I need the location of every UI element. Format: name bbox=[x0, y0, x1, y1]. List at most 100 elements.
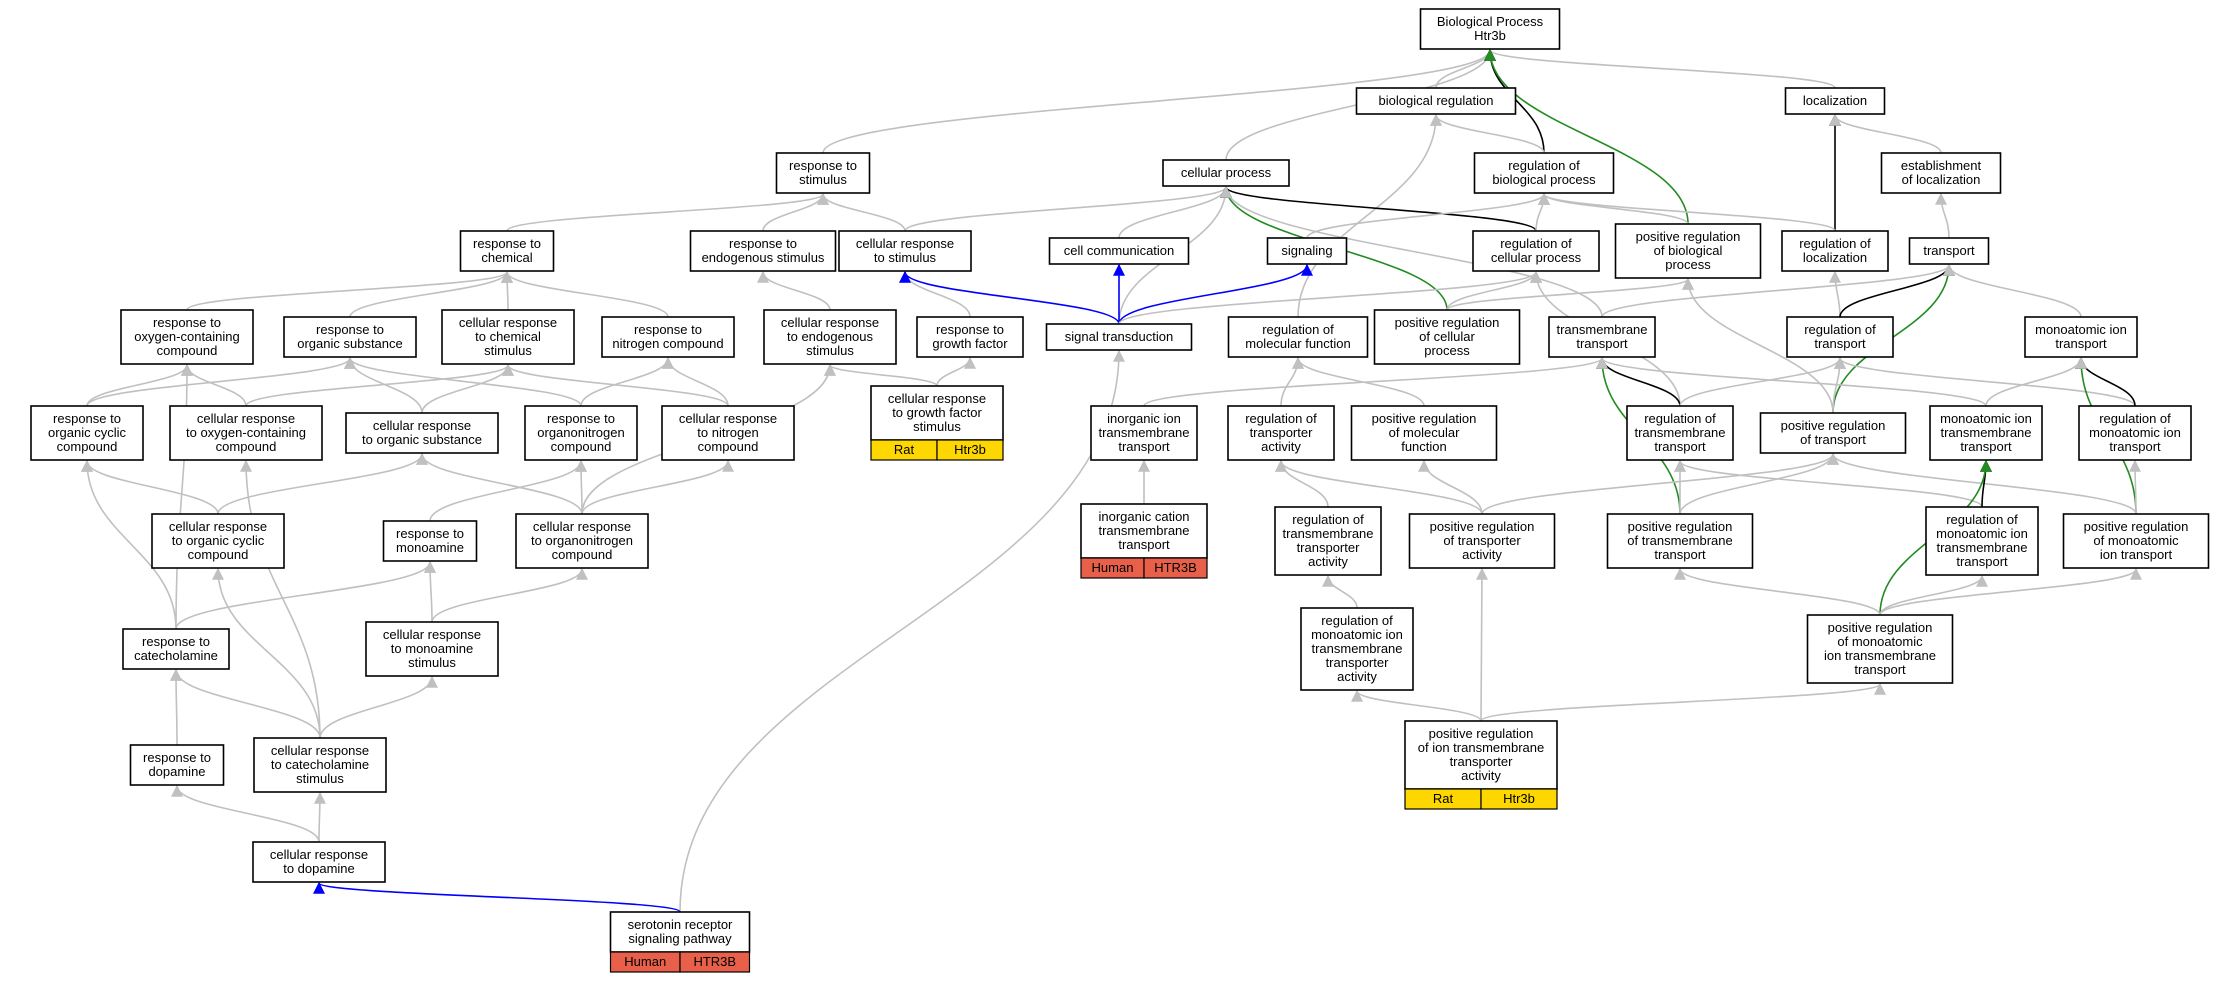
node-label-line: to organonitrogen bbox=[531, 533, 633, 548]
node-label-line: regulation of bbox=[1804, 322, 1876, 337]
edge-default-rtocyc-to-rtocc bbox=[86, 363, 193, 407]
node-label-line: stimulus bbox=[913, 419, 961, 434]
node-label-line: cellular response bbox=[169, 519, 267, 534]
edge-default-posregta-to-regta bbox=[1275, 459, 1483, 515]
node-label-line: compound bbox=[698, 439, 759, 454]
edge-default-rts-to-bp bbox=[822, 48, 1496, 154]
node-label-line: ion transmembrane bbox=[1824, 648, 1936, 663]
node-box bbox=[1300, 607, 1414, 691]
species-tag-label: HTR3B bbox=[1154, 560, 1197, 575]
node-box bbox=[1806, 614, 1954, 684]
node-label-line: cellular response bbox=[271, 743, 369, 758]
node-label-line: cellular response bbox=[197, 411, 295, 426]
node-box bbox=[283, 316, 417, 358]
node-label-line: cellular response bbox=[270, 847, 368, 862]
edge-default-rtonc-to-rtos bbox=[344, 356, 582, 407]
edge-black-regtmt-to-tmt bbox=[1596, 356, 1681, 407]
node-label-line: activity bbox=[1308, 554, 1348, 569]
edge-default-crtes-to-rtes bbox=[757, 270, 831, 311]
node-box bbox=[838, 230, 972, 272]
node-label-line: response to bbox=[396, 526, 464, 541]
node-label-line: of ion transmembrane bbox=[1418, 740, 1544, 755]
node-loc: localization bbox=[1784, 87, 1886, 115]
node-cp: cellular process bbox=[1162, 159, 1290, 187]
edge-default-posregmitmt-to-posregtmt bbox=[1674, 567, 1881, 616]
edge-default-crtonc-to-crtos bbox=[416, 452, 583, 515]
node-label-line: molecular function bbox=[1245, 336, 1351, 351]
edge-default-regta-to-regmf bbox=[1280, 356, 1304, 407]
node-label-line: compound bbox=[552, 547, 613, 562]
node-label-line: positive regulation bbox=[1429, 726, 1534, 741]
node-cc: cell communication bbox=[1048, 237, 1190, 265]
node-label-line: activity bbox=[1337, 669, 1377, 684]
node-label-line: to chemical bbox=[475, 329, 541, 344]
node-label-line: of biological bbox=[1654, 243, 1723, 258]
edge-default-crtonc-to-rtonc bbox=[575, 459, 588, 515]
node-transport: transport bbox=[1908, 237, 1990, 265]
node-label-line: cell communication bbox=[1064, 243, 1175, 258]
node-label-line: regulation of bbox=[1321, 613, 1393, 628]
node-box bbox=[122, 628, 230, 670]
node-label-line: response to bbox=[936, 322, 1004, 337]
node-label-line: monoatomic ion bbox=[1311, 627, 1403, 642]
node-box bbox=[151, 513, 285, 569]
node-box bbox=[459, 230, 555, 272]
edge-default-crtgfs-to-crtes bbox=[824, 363, 938, 387]
node-label-line: of monoatomic bbox=[2093, 533, 2179, 548]
node-label-line: of transporter bbox=[1443, 533, 1521, 548]
node-label-line: positive regulation bbox=[1395, 315, 1500, 330]
edge-default-crtocyc-to-rtocyc bbox=[81, 459, 219, 515]
node-box bbox=[1266, 237, 1348, 265]
node-box bbox=[1784, 87, 1886, 115]
node-box bbox=[253, 737, 387, 793]
node-label-line: transport bbox=[1814, 336, 1866, 351]
node-regtmta: regulation oftransmembranetransporteract… bbox=[1274, 506, 1382, 576]
node-label-line: response to bbox=[143, 750, 211, 765]
edge-default-mitmt-to-tmt bbox=[1596, 356, 1987, 407]
node-box bbox=[2062, 513, 2210, 569]
species-tag: Human bbox=[1080, 557, 1145, 579]
node-label-line: to organic substance bbox=[362, 432, 482, 447]
node-box bbox=[1227, 316, 1369, 358]
node-label-line: process bbox=[1665, 257, 1711, 272]
node-box bbox=[382, 520, 478, 562]
node-label-line: compound bbox=[157, 343, 218, 358]
node-label-line: transporter bbox=[1326, 655, 1390, 670]
edge-default-rtocc-to-rtc bbox=[186, 270, 513, 311]
node-label-line: response to bbox=[729, 236, 797, 251]
node-label-line: oxygen-containing bbox=[134, 329, 240, 344]
node-label-line: localization bbox=[1803, 93, 1867, 108]
node-label-line: stimulus bbox=[806, 343, 854, 358]
node-label-line: regulation of bbox=[1500, 236, 1572, 251]
node-label-line: transmembrane bbox=[1098, 523, 1189, 538]
node-label-line: response to bbox=[53, 411, 121, 426]
node-sig: signaling bbox=[1266, 237, 1348, 265]
node-label-line: of transmembrane bbox=[1627, 533, 1733, 548]
edge-default-rtdop-to-rtca bbox=[170, 668, 183, 746]
node-label-line: growth factor bbox=[932, 336, 1008, 351]
edge-default-rtca-to-rtocyc bbox=[81, 459, 177, 630]
node-label-line: cellular process bbox=[1491, 250, 1582, 265]
node-label-line: transporter bbox=[1250, 425, 1314, 440]
node-label-line: compound bbox=[57, 439, 118, 454]
node-label-line: transmembrane bbox=[1556, 322, 1647, 337]
node-label-line: endogenous stimulus bbox=[702, 250, 825, 265]
edge-default-crtocc-to-crtcs bbox=[245, 363, 514, 407]
edge-default-regmf-to-bioreg bbox=[1297, 113, 1442, 318]
edge-green-posregbp-to-bp bbox=[1484, 48, 1689, 225]
species-tag: HTR3B bbox=[679, 951, 751, 973]
species-tag: Human bbox=[609, 951, 681, 973]
node-label-line: cellular response bbox=[781, 315, 879, 330]
node-label-line: cellular response bbox=[856, 236, 954, 251]
node-label-line: dopamine bbox=[148, 764, 205, 779]
node-box bbox=[1274, 506, 1382, 576]
